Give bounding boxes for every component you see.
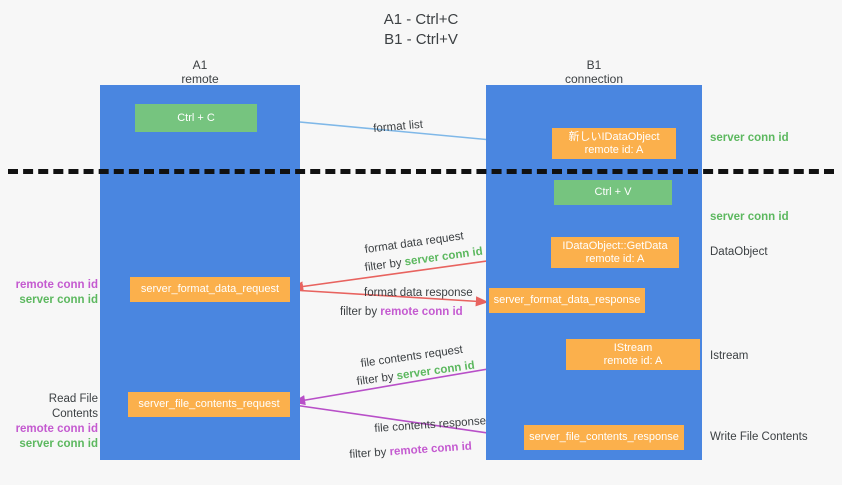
edge-label-format-data-response-filter: filter by remote conn id <box>340 305 463 320</box>
box-istream-line2: remote id: A <box>603 354 663 367</box>
left-label-server-conn-id-2: server conn id <box>19 438 98 450</box>
box-server-format-data-response-label: server_format_data_response <box>493 294 641 306</box>
box-new-idataobject-line2: remote id: A <box>584 143 644 156</box>
box-istream-line1: IStream <box>613 341 653 354</box>
left-label-server-conn-id-1: server conn id <box>19 294 98 306</box>
left-label-group-2: Read File Contents remote conn id server… <box>4 392 98 452</box>
box-server-format-data-request-label: server_format_data_request <box>140 283 280 295</box>
right-label-server-conn-id-1: server conn id <box>710 132 789 144</box>
box-idataobject-getdata[interactable]: IDataObject::GetData remote id: A <box>551 237 679 268</box>
title-line-1: A1 - Ctrl+C <box>383 11 459 28</box>
box-new-idataobject-line1: 新しいIDataObject <box>568 130 660 143</box>
left-label-remote-conn-id-1: remote conn id <box>15 279 98 291</box>
right-label-istream: Istream <box>710 350 749 362</box>
box-new-idataobject[interactable]: 新しいIDataObject remote id: A <box>552 128 676 159</box>
right-label-dataobject: DataObject <box>710 246 768 258</box>
column-b1-sub: connection <box>564 72 624 86</box>
right-label-server-conn-id-2: server conn id <box>710 211 789 223</box>
box-server-format-data-response[interactable]: server_format_data_response <box>489 288 645 313</box>
box-ctrl-v[interactable]: Ctrl + V <box>554 180 672 205</box>
left-label-read-file-contents: Read File Contents <box>48 393 98 420</box>
box-ctrl-v-label: Ctrl + V <box>594 186 632 198</box>
edge-label-fdres-filter-value: remote conn id <box>380 306 463 318</box>
column-a1-name: A1 <box>192 58 208 72</box>
left-label-remote-conn-id-2: remote conn id <box>15 423 98 435</box>
box-server-file-contents-response-label: server_file_contents_response <box>529 431 679 443</box>
box-idataobject-getdata-line1: IDataObject::GetData <box>562 239 668 252</box>
title-line-2: B1 - Ctrl+V <box>384 31 458 48</box>
arrow-file-contents-response <box>293 404 524 442</box>
box-idataobject-getdata-line2: remote id: A <box>585 252 645 265</box>
box-ctrl-c-label: Ctrl + C <box>177 111 215 124</box>
column-a1-sub: remote <box>181 72 219 86</box>
box-server-file-contents-request[interactable]: server_file_contents_request <box>128 392 290 417</box>
edge-label-fdres-filter-prefix: filter by <box>340 306 381 318</box>
box-ctrl-c[interactable]: Ctrl + C <box>135 104 257 132</box>
left-label-group-1: remote conn id server conn id <box>10 278 98 308</box>
column-b1-name: B1 <box>586 58 602 72</box>
box-server-file-contents-request-label: server_file_contents_request <box>138 398 280 410</box>
box-server-file-contents-response[interactable]: server_file_contents_response <box>524 425 684 450</box>
edge-label-format-data-response: format data response <box>364 287 473 299</box>
box-istream[interactable]: IStream remote id: A <box>566 339 700 370</box>
column-header-a1: A1 remote <box>100 58 300 86</box>
column-header-b1: B1 connection <box>486 58 702 86</box>
arrow-format-data-response <box>291 289 489 307</box>
diagram-title: A1 - Ctrl+C B1 - Ctrl+V <box>0 10 842 50</box>
box-server-format-data-request[interactable]: server_format_data_request <box>130 277 290 302</box>
right-label-write-file-contents: Write File Contents <box>710 431 808 443</box>
edge-label-fcres-filter-prefix: filter by <box>349 446 391 462</box>
dashed-divider <box>8 169 834 174</box>
